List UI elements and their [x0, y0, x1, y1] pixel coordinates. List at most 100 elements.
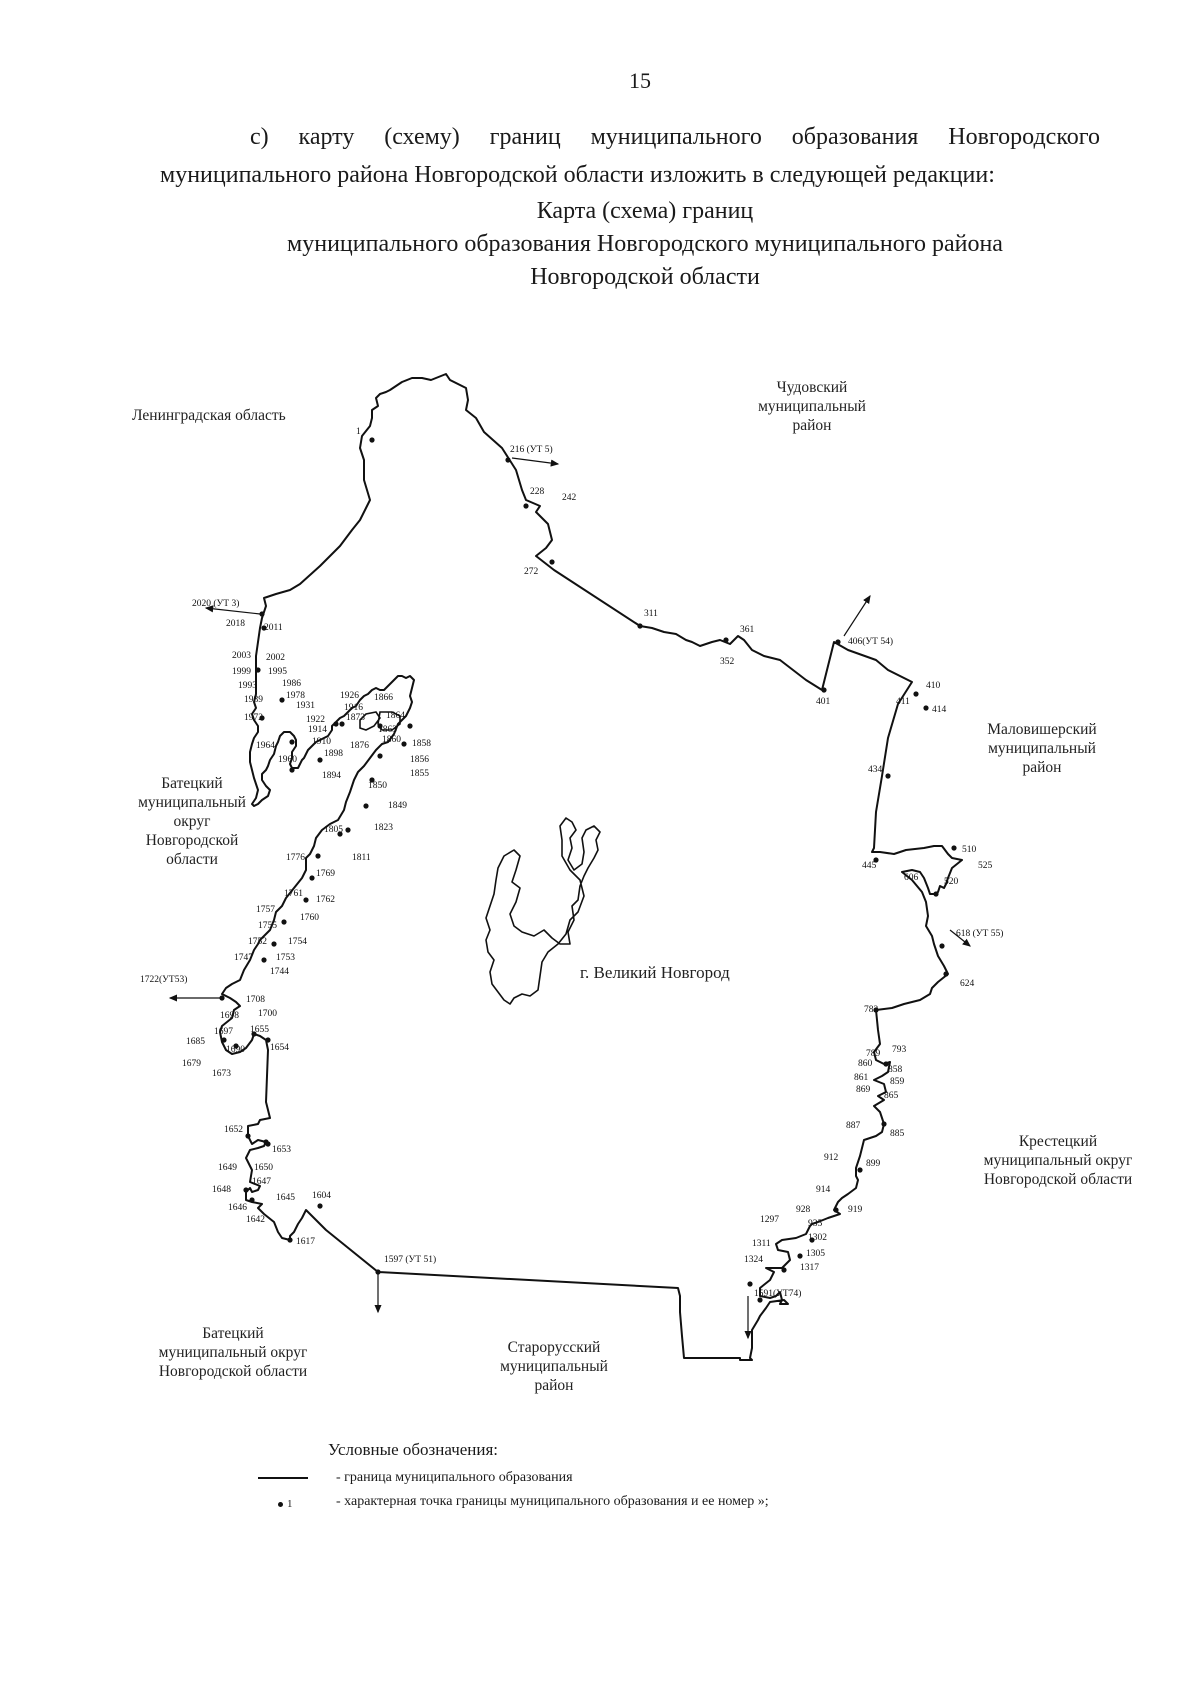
point-label: 272 [524, 567, 539, 577]
point-label: 1650 [254, 1163, 273, 1173]
svg-text:Новгородской: Новгородской [146, 832, 239, 849]
point-label: 1926 [340, 691, 359, 701]
legend-point-text: - характерная точка границы муниципально… [336, 1494, 769, 1509]
point-label: 914 [816, 1185, 831, 1195]
svg-text:муниципальный округ: муниципальный округ [984, 1152, 1133, 1169]
point-label: 1894 [322, 771, 341, 781]
point-label: 2003 [232, 651, 251, 661]
point-label: 525 [978, 861, 993, 871]
characteristic-points [219, 437, 957, 1303]
svg-text:Батецкий: Батецкий [202, 1325, 263, 1342]
point-label: 1673 [212, 1069, 231, 1079]
point-label: 1311 [752, 1239, 771, 1249]
point-label: 899 [866, 1159, 881, 1169]
page-number: 15 [629, 68, 651, 93]
svg-text:муниципальный: муниципальный [988, 740, 1096, 757]
point-label: 1604 [312, 1191, 331, 1201]
point-label: 1708 [246, 995, 265, 1005]
point-label: 1645 [276, 1193, 295, 1203]
point-label: 1972 [244, 713, 263, 723]
point-label: 789 [866, 1049, 881, 1059]
point-label: 1679 [182, 1059, 201, 1069]
svg-text:муниципальный: муниципальный [138, 794, 246, 811]
point-label: 228 [530, 487, 545, 497]
point-label: 887 [846, 1121, 861, 1131]
map-title: Карта (схема) границ муниципального обра… [100, 195, 1190, 294]
point-label: 919 [848, 1205, 863, 1215]
point-label: 1302 [808, 1233, 827, 1243]
point-label: 434 [868, 765, 883, 775]
legend-item-boundary: - граница муниципального образования [258, 1470, 573, 1486]
point-label: 1931 [296, 701, 315, 711]
point-label: 859 [890, 1077, 905, 1087]
svg-text:Батецкий: Батецкий [161, 775, 222, 792]
point-label: 1805 [324, 825, 343, 835]
point-label: 1986 [282, 679, 301, 689]
svg-text:Новгородской области: Новгородской области [984, 1171, 1132, 1188]
point-label: 1757 [256, 905, 275, 915]
point-label: 1646 [228, 1203, 247, 1213]
svg-text:Старорусский: Старорусский [508, 1339, 601, 1356]
point-label: 1849 [388, 801, 407, 811]
point-label: 1916 [344, 703, 363, 713]
region-batetsky-west: Батецкий муниципальный округ Новгородско… [138, 775, 246, 868]
point-label: 1652 [224, 1125, 243, 1135]
point-label: 311 [644, 609, 658, 619]
map-title-line-1: Карта (схема) границ [536, 198, 754, 224]
legend-item-point: 1 - характерная точка границы муниципаль… [258, 1494, 769, 1510]
point-label: 520 [944, 877, 959, 887]
point-label: 1855 [410, 769, 429, 779]
point-label: 1863 [378, 725, 397, 735]
point-label: 912 [824, 1153, 839, 1163]
point-label: 1317 [800, 1263, 819, 1273]
point-label: 1649 [218, 1163, 237, 1173]
svg-text:области: области [166, 851, 218, 868]
point-label: 618 (УТ 55) [956, 928, 1003, 939]
intro-text: с) карту (схему) границ муниципального о… [160, 124, 1100, 188]
point-label: 869 [856, 1085, 871, 1095]
point-label: 1860 [382, 735, 401, 745]
arrow-2020 [204, 605, 261, 615]
point-label: 445 [862, 861, 877, 871]
point-label: 2018 [226, 619, 245, 629]
point-label: 1898 [324, 749, 343, 759]
svg-text:район: район [793, 417, 832, 434]
point-label: 2020 (УТ 3) [192, 598, 239, 609]
point-label: 1823 [374, 823, 393, 833]
point-label: 1760 [300, 913, 319, 923]
point-label: 510 [962, 845, 977, 855]
point-label: 406(УТ 54) [848, 636, 893, 647]
region-batetsky-south: Батецкий муниципальный округ Новгородско… [159, 1325, 308, 1380]
point-label: 1755 [258, 921, 277, 931]
point-label: 1856 [410, 755, 429, 765]
point-label: 1811 [352, 853, 371, 863]
point-label: 1914 [308, 725, 327, 735]
intro-paragraph: с) карту (схему) границ муниципального о… [160, 118, 1100, 194]
point-label: 885 [890, 1129, 905, 1139]
point-label: 1995 [268, 667, 287, 677]
svg-text:муниципальный: муниципальный [758, 398, 866, 415]
point-label: 2011 [264, 623, 283, 633]
point-label: 1752 [248, 937, 267, 947]
point-label: 352 [720, 657, 735, 667]
point-label: 1964 [256, 741, 275, 751]
city-label-great-novgorod: г. Великий Новгород [580, 963, 730, 982]
point-label: 793 [892, 1045, 907, 1055]
point-label: 1698 [220, 1011, 239, 1021]
point-label: 1 [356, 427, 361, 437]
point-label: 1873 [346, 713, 365, 723]
point-label: 361 [740, 625, 755, 635]
map-title-line-3: Новгородской области [530, 264, 760, 290]
city-great-novgorod-outline [485, 817, 601, 1005]
point-label: 414 [932, 705, 947, 715]
point-label: 242 [562, 493, 577, 503]
svg-text:район: район [1023, 759, 1062, 776]
point-label: 1776 [286, 853, 305, 863]
svg-text:Новгородской области: Новгородской области [159, 1363, 307, 1380]
point-label: 1697 [214, 1027, 233, 1037]
point-label: 1850 [368, 781, 387, 791]
legend-point-symbol: 1 [258, 1495, 336, 1510]
point-label: 1305 [806, 1249, 825, 1259]
point-label: 860 [858, 1059, 873, 1069]
